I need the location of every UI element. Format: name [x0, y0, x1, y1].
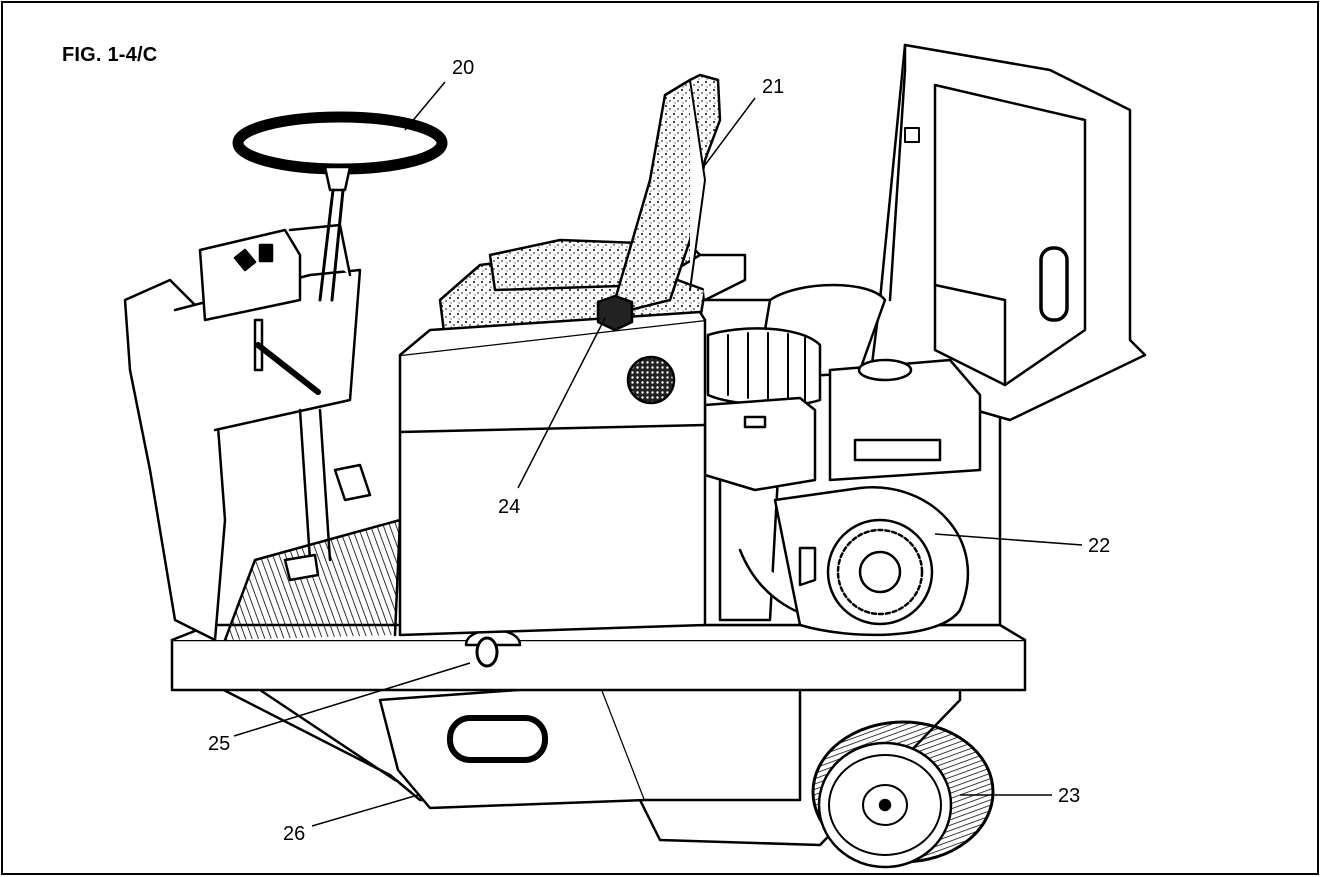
rear-wheel [811, 720, 995, 869]
callout-23: 23 [1058, 785, 1080, 807]
hopper [378, 682, 802, 810]
callout-20: 20 [452, 57, 474, 79]
callout-22: 22 [1088, 535, 1110, 557]
engine [703, 358, 982, 637]
callout-21: 21 [762, 76, 784, 98]
tank-cover [398, 310, 707, 637]
steering-wheel [232, 111, 448, 302]
callout-25: 25 [208, 733, 230, 755]
callout-labels: 20 21 22 23 24 25 26 [208, 57, 1110, 845]
figure-title: FIG. 1-4/C [62, 44, 158, 66]
callout-24: 24 [498, 496, 520, 518]
seat [438, 73, 747, 342]
hopper-lid [868, 43, 1147, 422]
steering-housing [123, 223, 372, 642]
leader-lines [233, 81, 1083, 827]
flexible-hose [706, 283, 887, 407]
fuel-cap [596, 294, 634, 332]
callout-26: 26 [283, 823, 305, 845]
